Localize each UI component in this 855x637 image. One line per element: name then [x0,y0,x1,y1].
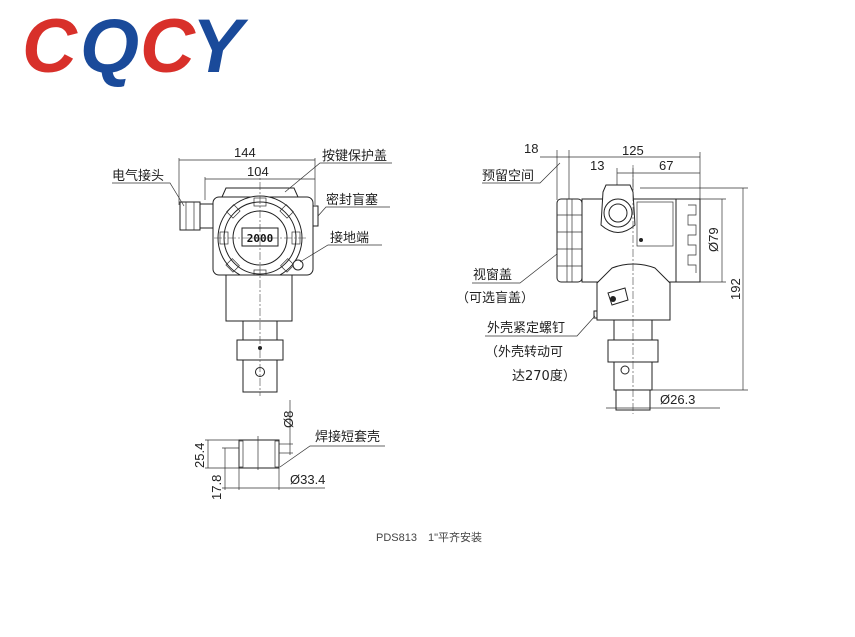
dim-144: 144 [234,145,256,160]
dim-192: 192 [728,278,743,300]
dim-25-4: 25.4 [192,443,207,468]
logo-letter: Y [192,4,249,89]
dim-stem-diameter: Ø26.3 [660,392,695,407]
logo-letter: C [140,4,196,89]
logo-letter: Q [80,4,139,89]
dim-cover-diameter: Ø79 [706,227,721,252]
label-window-cover: 视窗盖 [473,267,512,283]
dim-18: 18 [524,141,538,156]
dim-outer-diameter: Ø33.4 [290,472,325,487]
label-reserve-space: 预留空间 [482,169,534,184]
dim-125: 125 [622,143,644,158]
company-logo: C Q C Y [22,4,249,89]
label-seal-plug: 密封盲塞 [326,192,378,208]
dim-67: 67 [659,158,673,173]
dim-104: 104 [247,164,269,179]
front-view: 144 104 2000 [112,145,392,396]
side-view: 18 125 13 67 Ø79 [456,141,748,414]
label-window-cover-note: （可选盲盖） [456,290,534,306]
label-weld-sleeve: 焊接短套壳 [315,429,380,445]
drawing-caption: PDS813 1"平齐安装 [376,530,482,544]
dim-bore: Ø8 [281,411,296,428]
dim-17-8: 17.8 [209,475,224,500]
label-key-cover: 按键保护盖 [322,149,387,164]
logo-letter: C [22,4,78,89]
label-ground-terminal: 接地端 [330,230,369,246]
label-electrical-connector: 电气接头 [112,168,164,184]
label-set-screw-note: （外壳转动可 [485,345,563,360]
dim-13: 13 [590,158,604,173]
label-set-screw: 外壳紧定螺钉 [487,321,565,336]
label-set-screw-note: 达270度） [512,368,576,384]
weld-sleeve-view: Ø8 25.4 17.8 Ø33.4 焊接短套壳 [192,400,385,500]
